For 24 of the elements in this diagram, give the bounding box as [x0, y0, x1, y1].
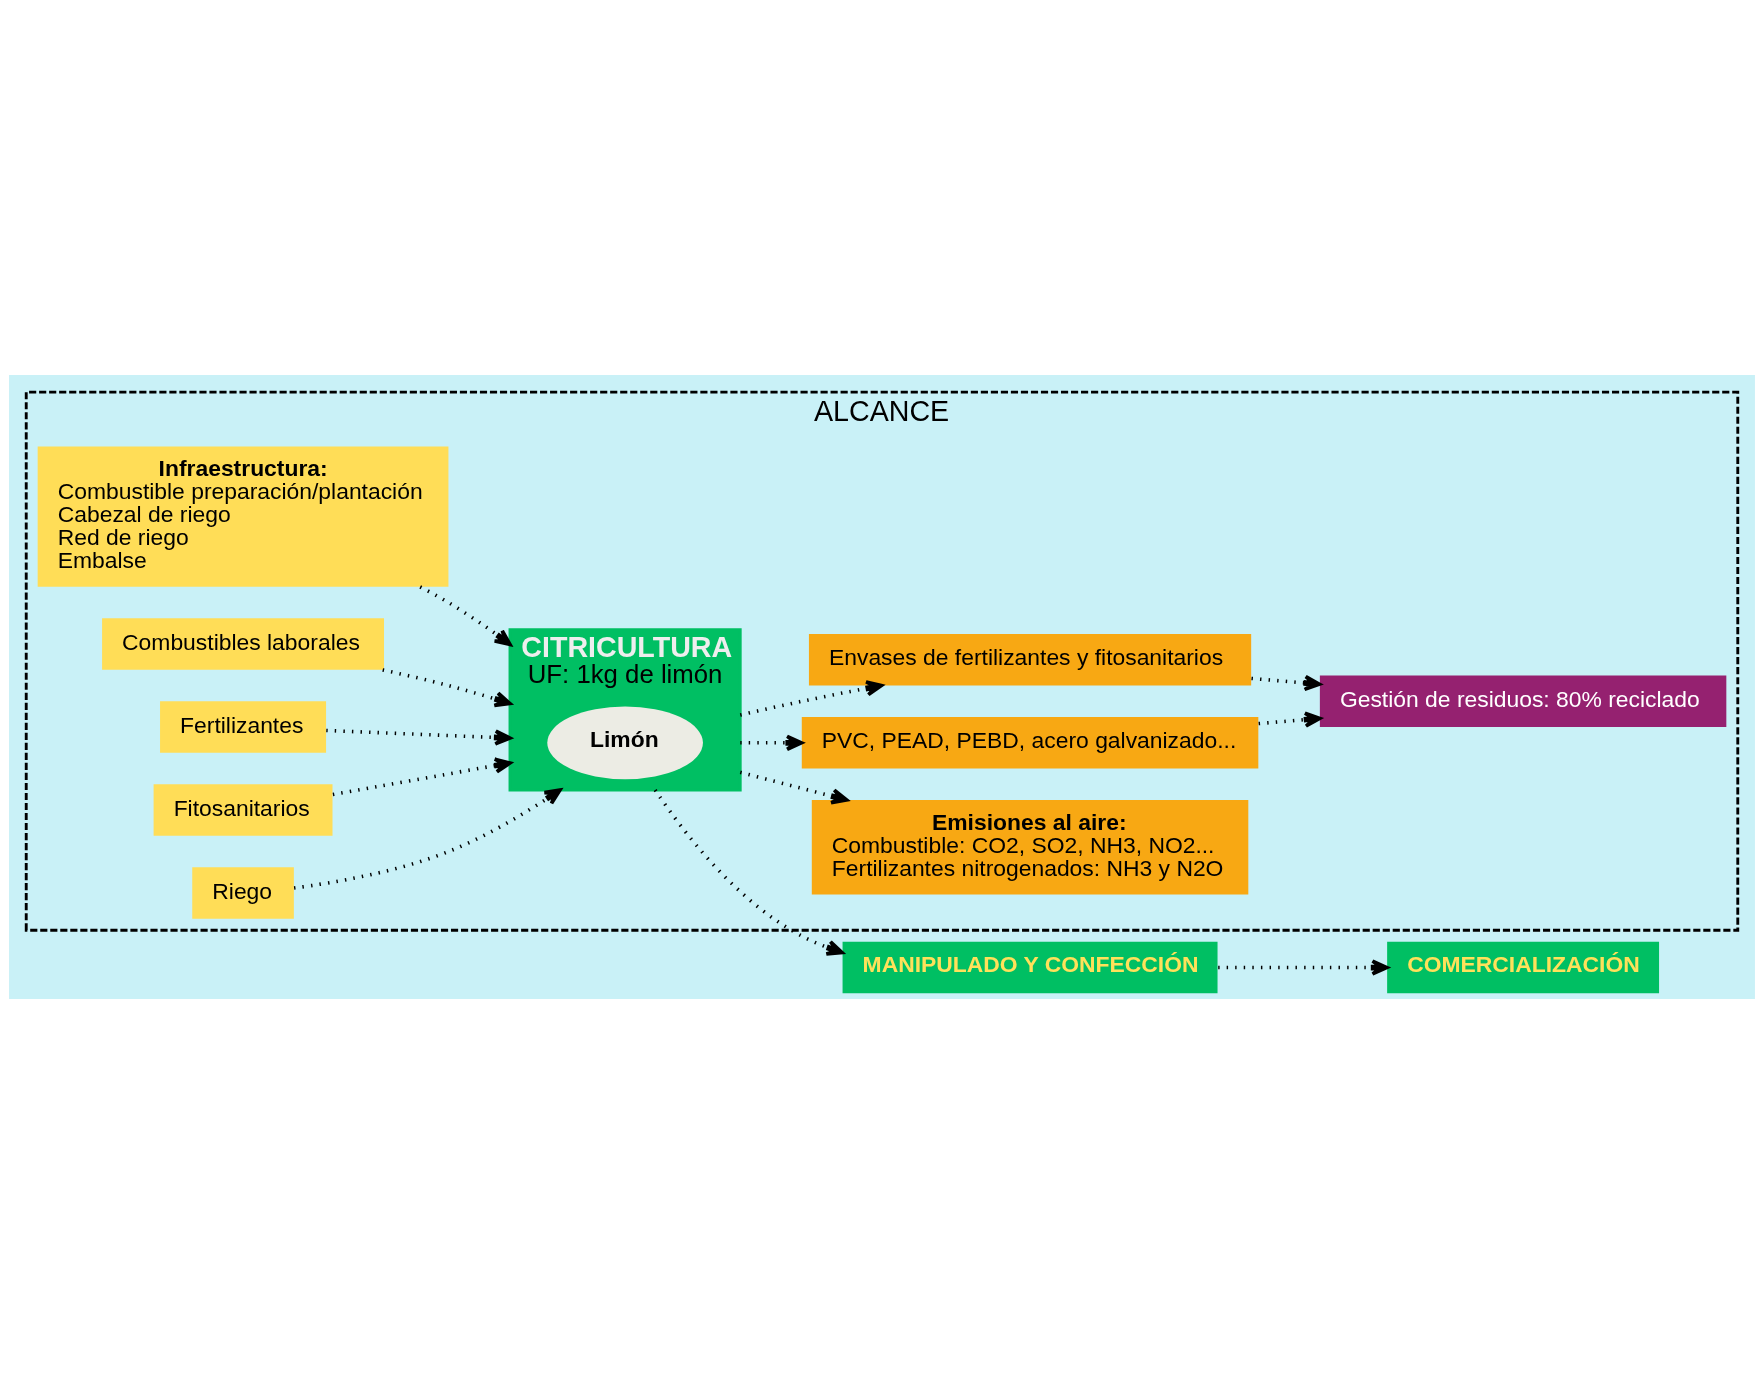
arrow: [382, 667, 512, 707]
arrow: [332, 756, 512, 796]
arrow: [419, 584, 512, 646]
arrow: [293, 787, 562, 890]
node-box: Envases de fertilizantes y fitosanitarios: [808, 633, 1252, 686]
node-box: PVC, PEAD, PEBD, acero galvanizado...: [801, 716, 1259, 769]
node-box: Riego: [192, 866, 294, 919]
arrow: [739, 679, 884, 717]
node-box: MANIPULADO Y CONFECCIÓN: [842, 941, 1218, 993]
arrow: [326, 728, 512, 746]
node-ellipse: Limón: [547, 705, 703, 779]
node-box: Fitosanitarios: [153, 783, 333, 836]
arrow: [653, 788, 844, 956]
node-box: Fertilizantes: [160, 700, 327, 753]
node-box: COMERCIALIZACIÓN: [1387, 941, 1660, 993]
node-box: Emisiones al aire: Combustible: CO2, SO2, NH3, NO2... Fertilizantes nitrogenados: NH3 y N2O: [811, 799, 1249, 894]
node-box: Infraestructura: Combustible preparación/plantación Cabezal de riego Red de riego Embalse: [37, 446, 449, 587]
node-box: Gestión de residuos: 80% reciclado: [1319, 675, 1727, 727]
arrow: [1258, 710, 1322, 728]
arrow: [1251, 674, 1322, 691]
arrow: [739, 770, 849, 804]
node-box: Combustibles laborales: [102, 617, 384, 670]
arrow: [1218, 958, 1389, 976]
arrow: [740, 734, 804, 751]
